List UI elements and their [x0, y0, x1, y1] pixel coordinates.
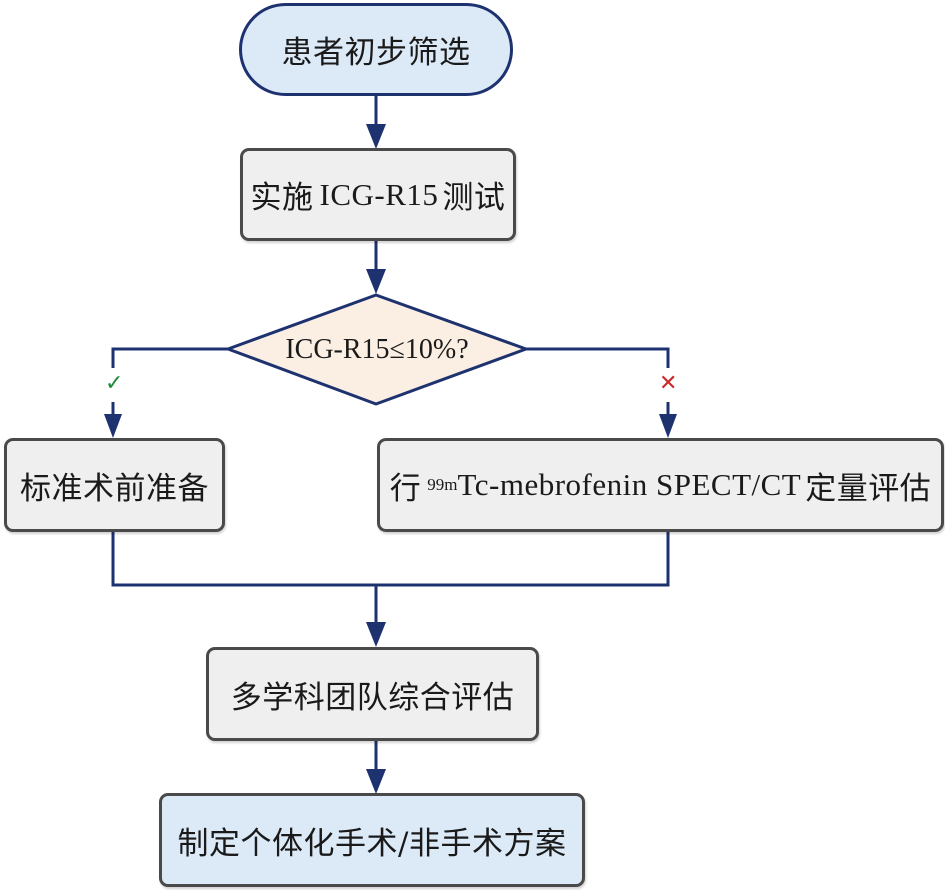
icg-test-node: 实施 ICG-R15 测试	[240, 148, 516, 241]
start-node-label: 患者初步筛选	[281, 35, 471, 71]
connector-decision-yes	[111, 347, 228, 368]
icg-test-label-prefix: 实施	[250, 180, 314, 216]
arrowhead-icon	[366, 622, 386, 647]
arrowhead-icon	[659, 414, 677, 438]
check-icon: ✓	[105, 371, 124, 396]
arrowhead-icon	[366, 769, 386, 794]
standard-prep-node: 标准术前准备	[4, 438, 225, 532]
decision-label: ICG-R15≤10%?	[285, 334, 469, 365]
spect-eval-label-prefix: 行	[389, 470, 422, 507]
arrowhead-icon	[366, 269, 386, 294]
connector-merge	[111, 531, 670, 587]
spect-eval-node: 行 99m Tc-mebrofenin SPECT/CT 定量评估	[377, 438, 944, 532]
connector-decision-no	[526, 347, 670, 368]
start-node: 患者初步筛选	[239, 3, 513, 96]
standard-prep-label: 标准术前准备	[20, 470, 209, 507]
mdt-node: 多学科团队综合评估	[206, 647, 539, 741]
cross-icon: ✕	[659, 371, 678, 396]
spect-eval-isotope-superscript: 99m	[427, 475, 458, 494]
icg-test-label-code: ICG-R15	[319, 176, 439, 212]
arrowhead-icon	[366, 124, 386, 149]
final-plan-label: 制定个体化手术/非手术方案	[177, 825, 567, 862]
spect-eval-label-main: Tc-mebrofenin SPECT/CT	[457, 467, 802, 502]
spect-eval-label-suffix: 定量评估	[805, 470, 932, 507]
icg-test-label-suffix: 测试	[442, 180, 506, 216]
mdt-label: 多学科团队综合评估	[230, 679, 515, 716]
final-plan-node: 制定个体化手术/非手术方案	[159, 793, 585, 887]
decision-diamond	[226, 293, 528, 406]
arrowhead-icon	[104, 414, 122, 438]
